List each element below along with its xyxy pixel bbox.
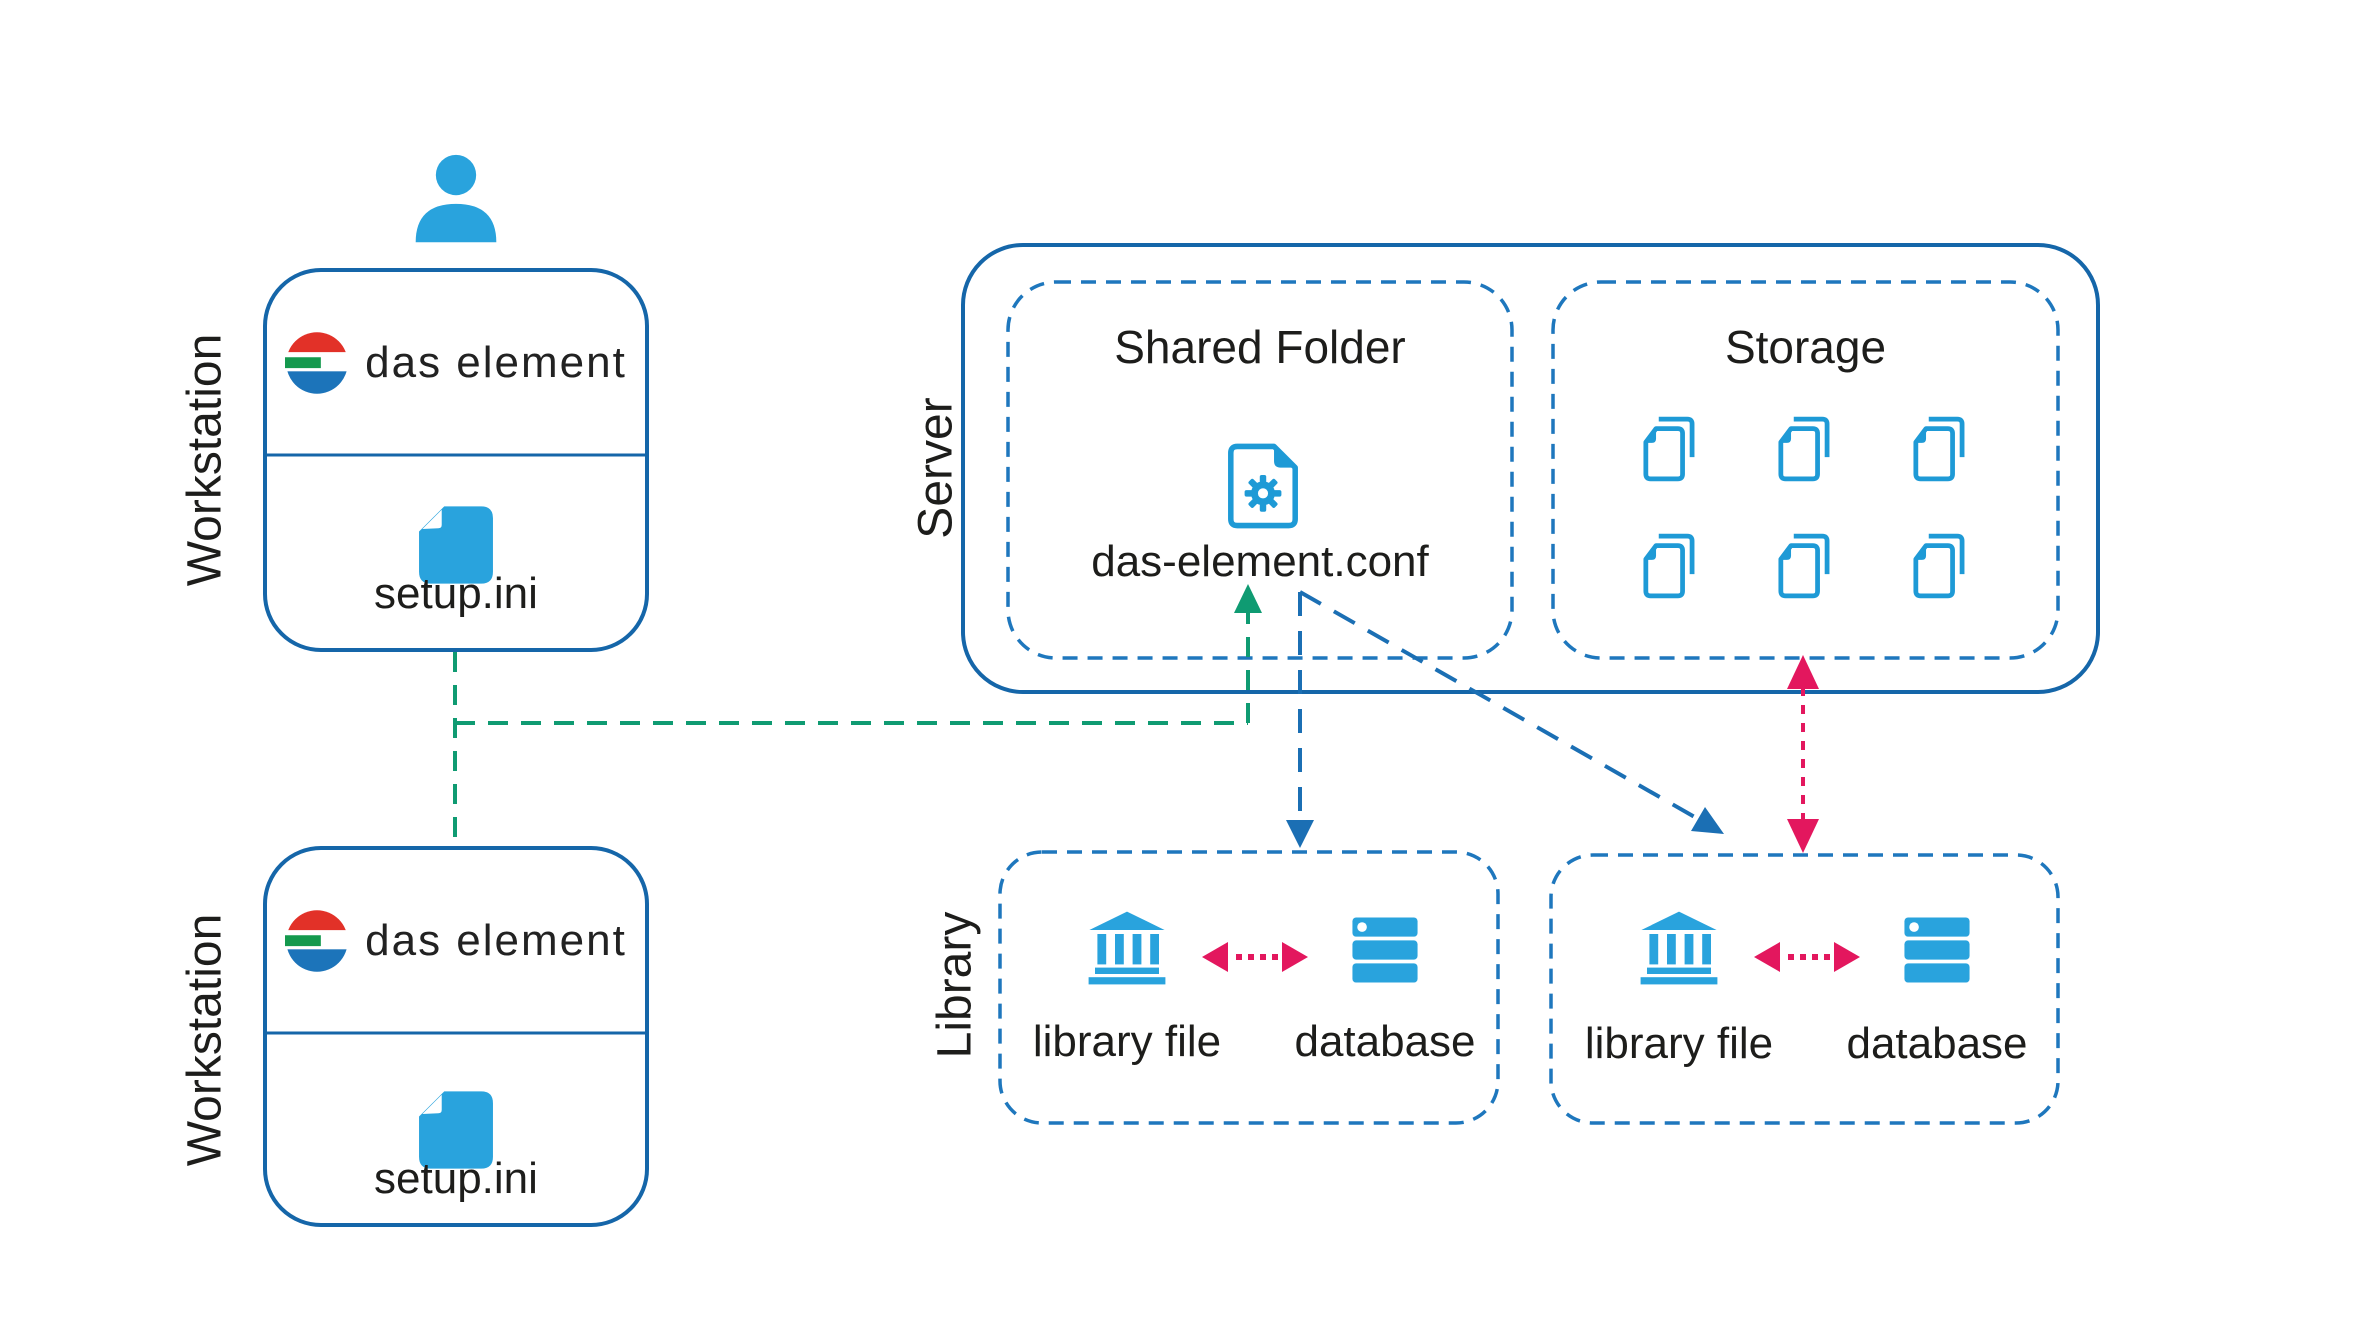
workstation-2-box (263, 846, 649, 1227)
library-file-label: library file (1584, 1019, 1774, 1068)
green-setup-sync-connector (453, 610, 1250, 846)
workstation-2-label: Workstation (178, 913, 232, 1167)
copy-files-icon (1772, 532, 1840, 600)
pink-arrowhead-up (1787, 655, 1819, 689)
storage-title: Storage (1724, 321, 1887, 373)
storage-box (1551, 280, 2060, 660)
pink-libraryfile-database-arrow-1 (1202, 942, 1308, 972)
workstation-1-app-row: das element (265, 270, 647, 455)
database-label: database (1846, 1019, 2028, 1068)
library-file-label: library file (1032, 1017, 1222, 1066)
app-name: das element (365, 915, 627, 965)
config-file-gear-icon (1217, 440, 1309, 532)
shared-folder-title: Shared Folder (1114, 321, 1406, 373)
workstation-1-box (263, 268, 649, 652)
das-element-logo-icon (285, 909, 349, 973)
blue-arrowhead-down (1286, 820, 1314, 848)
workstation-2-app-row: das element (265, 848, 647, 1033)
library-2-box (1549, 853, 2060, 1125)
shared-folder-box (1006, 280, 1514, 660)
library-bank-icon (1087, 910, 1167, 990)
conf-file-label: das-element.conf (1091, 537, 1429, 586)
person-icon (408, 150, 504, 250)
copy-files-icon (1772, 415, 1840, 483)
copy-files-icon (1637, 415, 1705, 483)
copy-files-icon (1637, 532, 1705, 600)
database-icon (1900, 913, 1974, 987)
blue-arrowhead-diagonal (1691, 807, 1724, 834)
workstation-1-label: Workstation (178, 333, 232, 587)
green-arrowhead-up (1234, 584, 1262, 613)
setup-ini-label: setup.ini (374, 1154, 538, 1203)
das-element-logo-icon (285, 331, 349, 395)
copy-files-icon (1907, 532, 1975, 600)
copy-files-icon (1907, 415, 1975, 483)
database-icon (1348, 913, 1422, 987)
pink-libraryfile-database-arrow-2 (1754, 942, 1860, 972)
library-label: Library (928, 911, 982, 1059)
server-label: Server (909, 397, 963, 539)
setup-ini-label: setup.ini (374, 569, 538, 618)
database-label: database (1294, 1017, 1476, 1066)
app-name: das element (365, 337, 627, 387)
library-bank-icon (1639, 910, 1719, 990)
library-1-box (998, 850, 1500, 1125)
pink-arrowhead-down (1787, 819, 1819, 853)
